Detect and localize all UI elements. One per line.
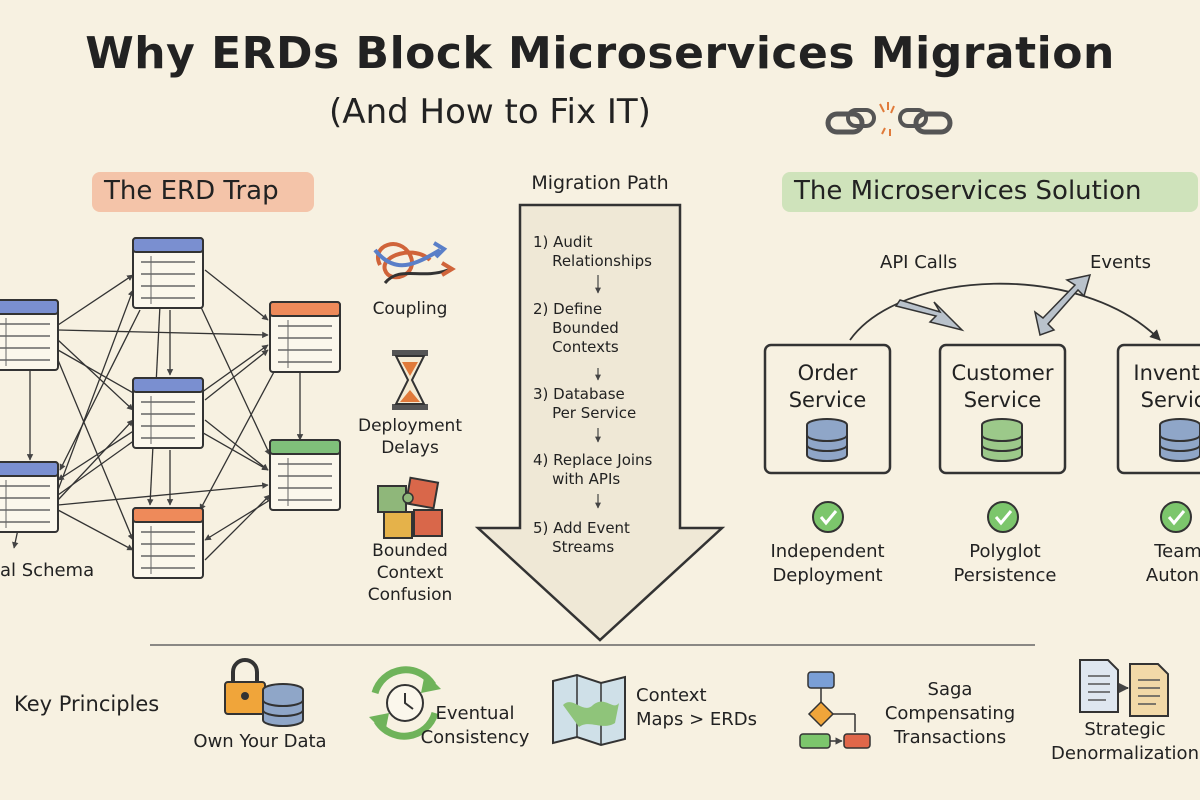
erd-table: [0, 299, 59, 371]
lock-database-icon: [224, 658, 304, 727]
principle-label: Own Your Data: [193, 731, 327, 752]
problem-label-deployment: Deployment Delays: [358, 416, 462, 458]
schema-label: al Schema: [0, 560, 95, 581]
documents-icon: [1079, 659, 1169, 717]
benefit-label: Polyglot Persistence: [953, 541, 1057, 586]
api-calls-arrow: [894, 299, 965, 332]
solution-highlight: [782, 172, 1198, 212]
check-circle-icon: [1160, 501, 1192, 533]
service-name-inventory: Invento Servic: [1133, 361, 1200, 412]
erd-table: [132, 237, 204, 309]
erd-table: [269, 301, 341, 373]
events-label: Events: [1090, 252, 1151, 273]
key-principles-heading: Key Principles: [14, 692, 160, 716]
erd-trap-highlight: [92, 172, 314, 212]
broken-chain-icon: [825, 102, 953, 136]
page-subtitle: (And How to Fix IT): [329, 92, 651, 132]
principle-label: Eventual Consistency: [420, 703, 530, 748]
puzzle-icon: [377, 476, 443, 539]
database-icon: [806, 418, 848, 462]
check-circle-icon: [812, 501, 844, 533]
erd-table: [269, 439, 341, 511]
migration-arrow: [474, 203, 726, 642]
migration-step: 4) Replace Joins with APIs: [533, 451, 653, 488]
hourglass-icon: [392, 350, 428, 410]
events-arrow: [1033, 274, 1092, 336]
problem-label-context: Bounded Context Confusion: [367, 541, 453, 605]
migration-step: 5) Add Event Streams: [533, 519, 630, 556]
migration-step: 2) Define Bounded Contexts: [533, 300, 619, 356]
order-service-box: [763, 343, 892, 475]
flowchart-icon: [799, 671, 871, 749]
migration-heading: Migration Path: [531, 172, 669, 194]
database-icon: [1159, 418, 1200, 462]
map-icon: [552, 673, 626, 747]
erd-table: [132, 377, 204, 449]
check-circle-icon: [987, 501, 1019, 533]
erd-table: [132, 507, 204, 579]
migration-step: 1) Audit Relationships: [533, 233, 652, 270]
migration-step: 3) Database Per Service: [533, 385, 637, 422]
erd-table: [0, 461, 59, 533]
solution-heading: The Microservices Solution: [794, 176, 1142, 206]
benefit-label: Team Autono: [1145, 541, 1200, 586]
service-name-order: Order Service: [788, 361, 867, 412]
principle-label: Strategic Denormalization: [1051, 719, 1199, 764]
problem-label-coupling: Coupling: [372, 299, 448, 319]
erd-trap-heading: The ERD Trap: [104, 176, 279, 206]
api-calls-label: API Calls: [880, 252, 958, 273]
principle-label: Saga Compensating Transactions: [884, 679, 1016, 748]
service-arrows: [849, 282, 1161, 341]
database-icon: [981, 418, 1023, 462]
clock-cycle-icon: [369, 666, 441, 740]
benefit-label: Independent Deployment: [770, 541, 885, 586]
page-title: Why ERDs Block Microservices Migration: [85, 28, 1115, 79]
principle-label: Context Maps > ERDs: [636, 685, 758, 730]
tangled-arrows-icon: [373, 241, 456, 285]
customer-service-box: [938, 343, 1067, 475]
service-name-customer: Customer Service: [951, 361, 1054, 412]
